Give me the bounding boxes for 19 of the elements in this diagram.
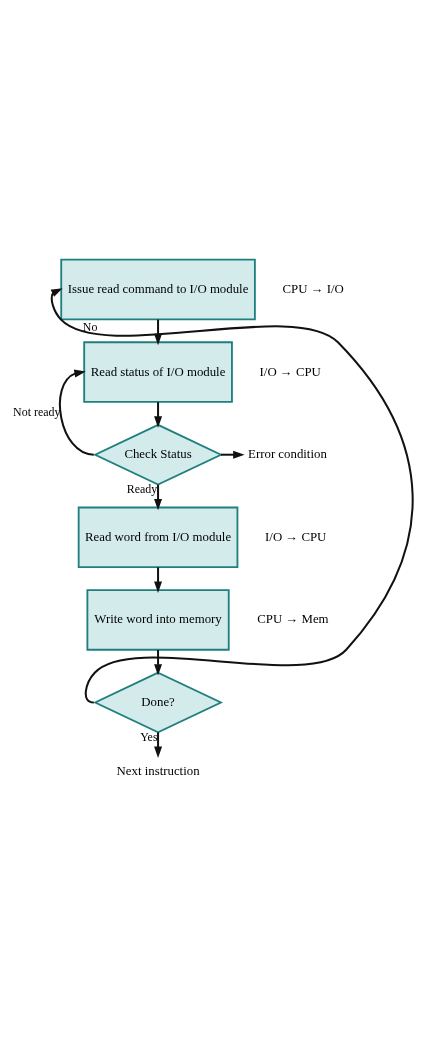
node-label: CPU → I/O bbox=[282, 281, 344, 296]
node-label: I/O → CPU bbox=[265, 529, 327, 544]
edge-label: Not ready bbox=[13, 405, 61, 420]
node-box: Write word into memory bbox=[86, 589, 230, 651]
node-box: Read status of I/O module bbox=[83, 341, 233, 403]
node-text: Error condition bbox=[248, 447, 327, 462]
node-diamond: Done? bbox=[93, 671, 224, 734]
arrow bbox=[154, 484, 163, 511]
edge-label: No bbox=[82, 319, 98, 334]
arrow bbox=[154, 732, 163, 758]
node-box: Issue read command to I/O module bbox=[60, 258, 256, 321]
node-text: Next instruction bbox=[116, 764, 200, 779]
arrow bbox=[154, 402, 163, 428]
node-box: Read word from I/O module bbox=[77, 506, 239, 569]
node-label: CPU → Mem bbox=[257, 612, 329, 627]
node-label: I/O → CPU bbox=[259, 364, 321, 379]
arrow bbox=[50, 288, 414, 704]
arrow bbox=[154, 567, 163, 593]
arrow bbox=[59, 369, 94, 456]
